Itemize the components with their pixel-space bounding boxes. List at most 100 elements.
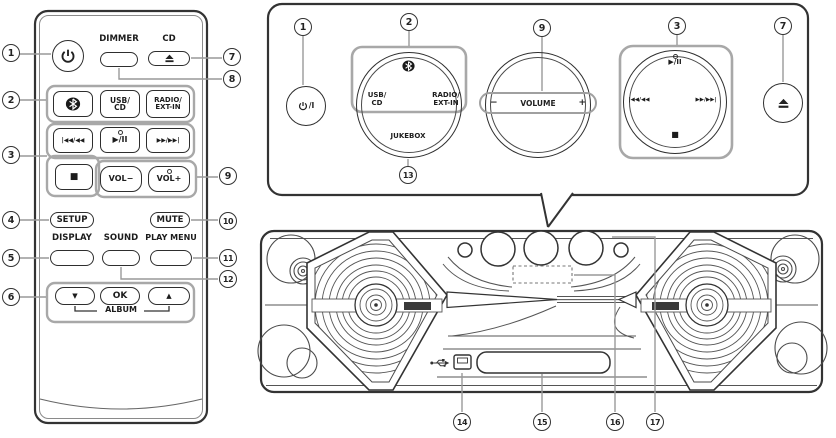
display-button[interactable] <box>50 250 94 266</box>
callout-17-unit: 17 <box>646 413 664 431</box>
panel-play-pause-text: ▶/II <box>668 58 682 66</box>
top-knob-row[interactable] <box>457 230 629 267</box>
album-down-button[interactable]: ▼ <box>55 287 95 305</box>
radio-ext-in-button[interactable]: RADIO/ EXT-IN <box>146 90 190 118</box>
callout-9-panel: 9 <box>533 19 551 37</box>
selector-radio-line2: EXT-IN <box>433 99 459 108</box>
callout-7-panel: 7 <box>774 17 792 35</box>
play-pause-label: ▶/II <box>112 135 128 144</box>
selector-usb-line2: CD <box>371 99 383 108</box>
eject-icon <box>164 54 174 63</box>
callout-3-panel: 3 <box>668 17 686 35</box>
right-speaker <box>635 231 777 391</box>
callout-7-label: 7 <box>228 51 236 63</box>
callout-9-remote: 9 <box>219 167 237 185</box>
panel-skip-forward-label: ▶▶/▶▶| <box>695 97 717 103</box>
cd-eject-button[interactable] <box>148 51 190 66</box>
bluetooth-icon <box>402 57 415 76</box>
callout-8-label: 8 <box>228 73 236 85</box>
dimmer-button[interactable] <box>100 52 138 67</box>
skip-forward-button[interactable]: ▶▶/▶▶| <box>146 128 190 153</box>
callout-14-unit: 14 <box>453 413 471 431</box>
disc-slot[interactable] <box>476 351 611 374</box>
panel-pointer-tail <box>540 192 574 228</box>
album-label: ALBUM <box>99 306 143 314</box>
callout-13-panel: 13 <box>399 166 417 184</box>
dimmer-label: DIMMER <box>99 34 139 44</box>
callout-16-unit: 16 <box>606 413 624 431</box>
panel-skip-back-label: |◀◀/◀◀ <box>628 97 650 103</box>
selector-usb-line1: USB/ <box>367 91 387 99</box>
callout-11-label: 11 <box>222 253 234 263</box>
volume-up-button[interactable]: VOL+ <box>148 166 190 192</box>
transport-dial[interactable] <box>623 50 727 154</box>
tactile-dot <box>117 129 123 135</box>
display-label: DISPLAY <box>52 233 92 243</box>
panel-power-suffix: /I <box>308 101 315 111</box>
usb-port[interactable] <box>453 354 472 370</box>
callout-2-remote: 2 <box>2 91 20 109</box>
volume-up-label: VOL+ <box>156 174 182 183</box>
tactile-dot <box>672 54 678 59</box>
left-speaker <box>306 231 448 391</box>
album-bracket <box>74 306 170 312</box>
mute-button[interactable]: MUTE <box>150 212 190 228</box>
callout-1-panel: 1 <box>294 18 312 36</box>
setup-button[interactable]: SETUP <box>50 212 94 228</box>
callout-3-label: 3 <box>7 149 15 161</box>
sound-label: SOUND <box>103 233 139 243</box>
callout-2-panel: 2 <box>400 13 418 31</box>
callout-1-remote: 1 <box>2 44 20 62</box>
remote-power-button[interactable] <box>52 40 84 72</box>
selector-usb-cd-label: USB/ CD <box>357 91 397 107</box>
eject-icon <box>778 98 788 108</box>
bluetooth-button[interactable] <box>53 91 93 117</box>
callout-6-label: 6 <box>7 291 15 303</box>
callout-17-label: 17 <box>649 417 661 427</box>
play-pause-button[interactable]: ▶/II <box>100 127 140 153</box>
callout-4-label: 4 <box>7 214 15 226</box>
play-menu-button[interactable] <box>150 250 192 266</box>
radio-button-line1: RADIO/ <box>154 96 182 104</box>
callout-1-panel-label: 1 <box>299 21 307 33</box>
remote-callout-lines <box>20 53 222 298</box>
sound-button[interactable] <box>102 250 140 266</box>
volume-minus-label: − <box>490 98 498 108</box>
radio-button-line2: EXT-IN <box>155 103 181 111</box>
album-up-button[interactable]: ▲ <box>148 287 190 305</box>
stop-button[interactable]: ■ <box>55 164 93 190</box>
skip-back-button[interactable]: |◀◀/◀◀ <box>53 128 93 153</box>
volume-plus-label: + <box>578 98 586 108</box>
callout-3-panel-label: 3 <box>673 20 681 32</box>
callout-2-label: 2 <box>7 94 15 106</box>
left-seam-beak <box>446 291 558 309</box>
ok-button[interactable]: OK <box>100 287 140 305</box>
callout-13-panel-label: 13 <box>402 170 414 180</box>
usb-cd-button[interactable]: USB/ CD <box>100 90 140 118</box>
bluetooth-icon <box>65 97 81 111</box>
panel-eject-button[interactable] <box>763 83 803 123</box>
power-icon <box>61 49 75 63</box>
source-selector-dial[interactable] <box>356 52 462 158</box>
callout-3-remote: 3 <box>2 146 20 164</box>
volume-pill[interactable]: − VOLUME + <box>479 92 597 114</box>
callout-16-label: 16 <box>609 417 621 427</box>
panel-play-pause-label: ▶/II <box>655 54 695 66</box>
tactile-dot <box>166 168 172 174</box>
callout-11-remote: 11 <box>219 249 237 267</box>
callout-5-label: 5 <box>7 252 15 264</box>
callout-12-label: 12 <box>222 274 234 284</box>
callout-4-remote: 4 <box>2 211 20 229</box>
callout-7-remote: 7 <box>223 48 241 66</box>
volume-down-button[interactable]: VOL− <box>100 166 142 192</box>
callout-9-panel-label: 9 <box>538 22 546 34</box>
cd-label: CD <box>162 34 176 44</box>
callout-14-label: 14 <box>456 417 468 427</box>
callout-15-unit: 15 <box>533 413 551 431</box>
remote-group-outlines <box>45 84 198 324</box>
volume-label: VOLUME <box>520 98 556 108</box>
panel-power-button[interactable]: /I <box>286 86 326 126</box>
power-icon <box>298 102 307 111</box>
callout-10-remote: 10 <box>219 212 237 230</box>
